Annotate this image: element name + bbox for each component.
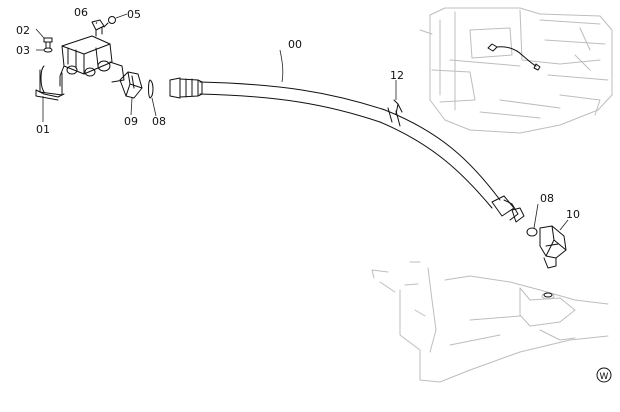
oring-lower-shape [526,227,538,237]
callout-plug-b: 06 [74,6,88,19]
valve-block-assembly [35,16,154,101]
hose-assembly [169,77,525,223]
view-mark: W [596,367,612,383]
callout-clamp: 12 [390,69,404,82]
callout-bolt: 02 [16,24,30,37]
view-mark-letter: W [600,372,609,382]
lower-elbow-assembly [526,225,567,269]
callout-washer: 03 [16,44,30,57]
callout-oring-lower: 08 [540,192,554,205]
machine-outline [419,7,613,134]
callout-plug-a: 05 [127,8,141,21]
elbow-lower-shape [539,225,567,259]
base-frame-outline [371,261,609,383]
callout-labels: 00 01 02 03 05 06 08 09 12 08 10 [16,6,580,221]
callout-bracket: 01 [36,123,50,136]
callout-elbow-lower: 10 [566,208,580,221]
leader-lines [35,13,569,231]
callout-hose: 00 [288,38,302,51]
callout-elbow-upper: 09 [124,115,138,128]
callout-oring-upper: 08 [152,115,166,128]
